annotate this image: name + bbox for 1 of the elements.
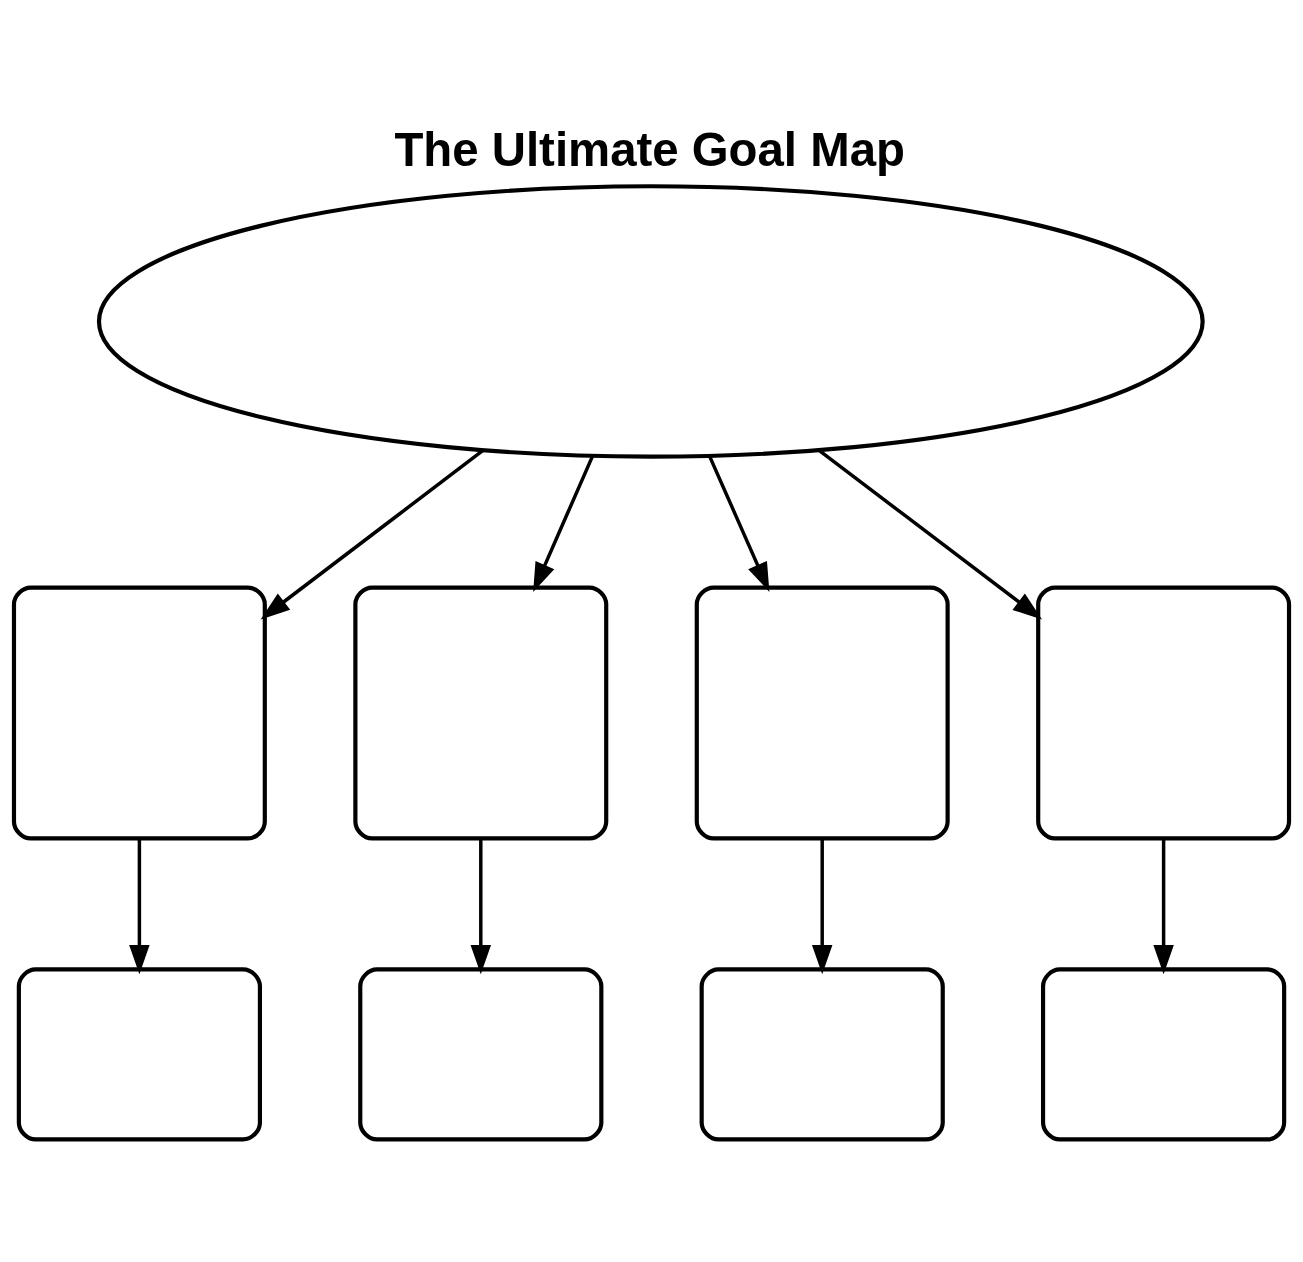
diagram-title: The Ultimate Goal Map — [394, 122, 905, 176]
